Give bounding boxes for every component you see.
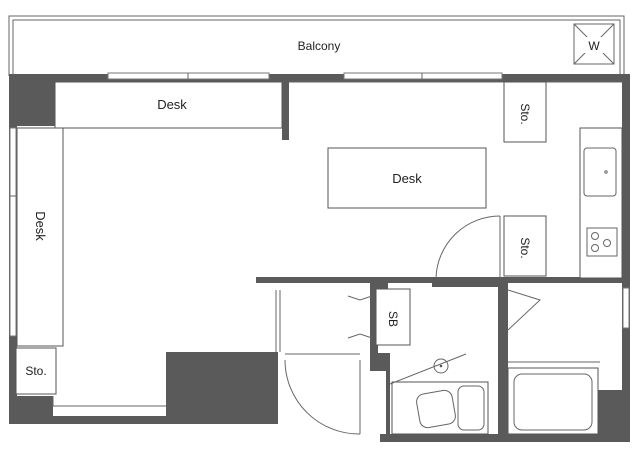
w-outdoor-unit: W — [573, 23, 615, 65]
storage-top-label: Sto. — [518, 103, 532, 124]
desk-center: Desk — [327, 147, 487, 209]
bathtub — [507, 361, 600, 435]
balcony-label: Balcony — [298, 39, 341, 53]
desk-center-label: Desk — [392, 171, 422, 186]
desk-left-label: Desk — [33, 211, 48, 241]
storage-mid: Sto. — [503, 215, 547, 277]
shoe-box-label: SB — [386, 311, 400, 327]
balcony: Balcony — [8, 15, 625, 76]
storage-bottom-label: Sto. — [25, 364, 46, 378]
desk-left: Desk — [16, 127, 64, 347]
w-label: W — [588, 39, 600, 53]
toilet — [389, 353, 489, 435]
storage-top: Sto. — [503, 81, 547, 143]
kitchen — [579, 127, 623, 279]
shoe-box: SB — [375, 288, 411, 346]
windows — [9, 72, 630, 337]
storage-bottom: Sto. — [15, 347, 57, 395]
desk-top-label: Desk — [157, 97, 187, 112]
storage-mid-label: Sto. — [518, 237, 532, 258]
door-swings — [275, 215, 541, 435]
desk-top: Desk — [54, 81, 283, 129]
